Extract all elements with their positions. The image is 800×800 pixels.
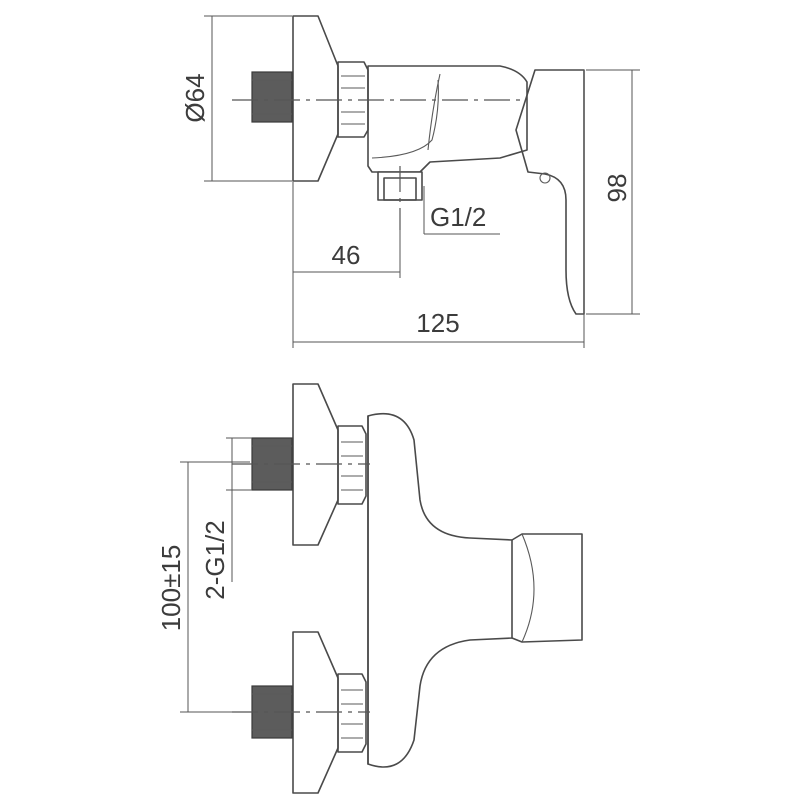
dimension-height: 98 [586,69,640,315]
side-view [232,15,585,315]
side-wall-flange [292,15,339,182]
diameter-label: Ø64 [180,73,210,122]
dimension-total-depth: 125 [292,278,585,348]
dimension-inlet-threads: 2-G1/2 [200,437,252,600]
front-valve-body [367,412,513,768]
offset-label: 46 [332,240,361,270]
inlet-threads-label: 2-G1/2 [200,520,230,600]
total-depth-label: 125 [416,308,459,338]
front-lower-nut [337,673,367,753]
dimension-offset: 46 [292,182,401,278]
front-view [232,383,583,794]
dimension-inlet-spacing: 100±15 [156,461,250,713]
side-lever-handle [515,69,585,315]
front-upper-nut [337,425,367,505]
dimension-outlet-thread: G1/2 [423,186,500,235]
dimension-diameter: Ø64 [180,15,292,182]
inlet-spacing-label: 100±15 [156,545,186,632]
outlet-thread-label: G1/2 [430,202,486,232]
front-handle-block [511,533,583,643]
height-label: 98 [602,174,632,203]
